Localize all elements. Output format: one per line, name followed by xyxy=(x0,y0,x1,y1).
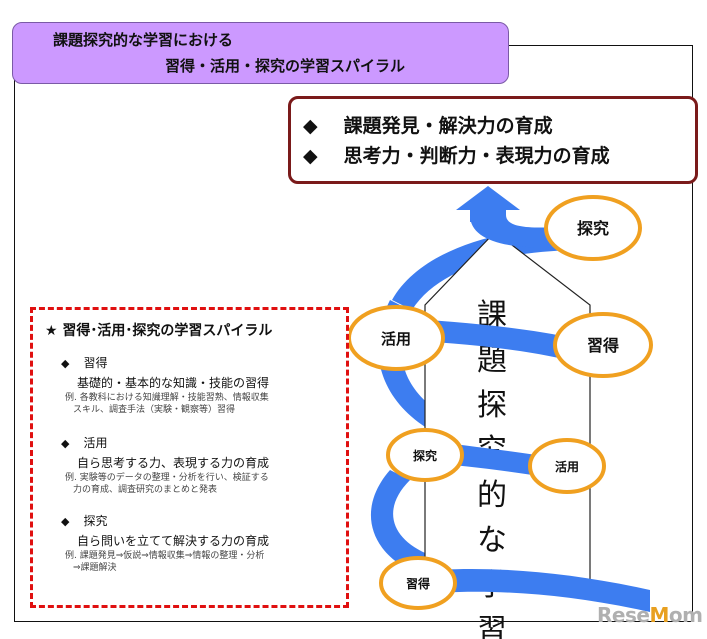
brand-text: om xyxy=(668,603,703,627)
legend-section-head: ◆ 活用 xyxy=(61,434,107,451)
building-shape xyxy=(424,231,591,590)
bubble-shutoku-upper xyxy=(553,312,653,378)
bubble-tankyu-mid xyxy=(386,428,464,482)
legend-section-head: ◆ 習得 xyxy=(61,354,107,371)
diamond-icon: ◆ xyxy=(61,515,70,528)
title-line-2: 習得・活用・探究の学習スパイラル xyxy=(165,57,406,75)
brand-text: Rese xyxy=(597,603,650,627)
legend-section-desc: 基礎的・基本的な知識・技能の習得 xyxy=(77,376,270,390)
bubble-label: 活用 xyxy=(555,459,579,474)
building-char: な xyxy=(477,523,507,558)
legend-section-example: 例. 課題発見⇒仮説⇒情報収集⇒情報の整理・分析 xyxy=(65,551,265,561)
building-char: 題 xyxy=(477,343,507,378)
legend-box: ★ 習得･活用･探究の学習スパイラル ◆習得 基礎的・基本的な知識・技能の習得 … xyxy=(30,307,349,608)
section-head-text: 活用 xyxy=(83,436,108,450)
bubble-tankyu-top xyxy=(544,195,642,261)
legend-section-head: ◆ 探究 xyxy=(61,512,107,529)
spiral-front xyxy=(395,186,650,612)
title-box: 課題探究的な学習における 習得・活用・探究の学習スパイラル xyxy=(12,22,509,84)
goals-box: ◆ 課題発見・解決力の育成 ◆ 思考力・判断力・表現力の育成 xyxy=(288,96,698,184)
brand-text: M xyxy=(649,603,669,627)
building-char: 習 xyxy=(477,613,507,639)
section-head-text: 習得 xyxy=(83,356,108,370)
legend-section-example: 例. 各教科における知識理解・技能習熟、情報収集 xyxy=(65,393,269,403)
bubble-label: 活用 xyxy=(381,330,411,348)
spiral-arrow-head xyxy=(456,186,520,222)
goal-text: 課題発見・解決力の育成 xyxy=(343,115,553,137)
bubble-labels: 探究 活用 習得 探究 活用 習得 xyxy=(381,219,619,591)
legend-section-desc: 自ら思考する力、表現する力の育成 xyxy=(77,456,270,470)
bubble-label: 習得 xyxy=(587,336,619,355)
building-char: 的 xyxy=(477,478,507,513)
goal-text: 思考力・判断力・表現力の育成 xyxy=(343,145,610,167)
legend-section-desc: 自ら問いを立てて解決する力の育成 xyxy=(77,534,270,548)
goal-item: ◆ 課題発見・解決力の育成 xyxy=(303,111,553,138)
diamond-icon: ◆ xyxy=(61,357,70,370)
title-line-1: 課題探究的な学習における xyxy=(53,31,234,49)
bubbles xyxy=(347,195,653,610)
legend-section-example: ⇒課題解決 xyxy=(73,563,117,573)
diamond-icon: ◆ xyxy=(303,115,318,137)
bubble-label: 探究 xyxy=(413,448,437,463)
section-head-text: 探究 xyxy=(83,514,108,528)
goal-item: ◆ 思考力・判断力・表現力の育成 xyxy=(303,141,610,168)
legend-section-example: スキル、調査手法（実験・観察等）習得 xyxy=(73,405,236,415)
bubble-katsuyo-upper xyxy=(347,305,445,371)
legend-section-example: 例. 実験等のデータの整理・分析を行い、検証する xyxy=(65,473,269,483)
diamond-icon: ◆ xyxy=(61,437,70,450)
legend-section-example: 力の育成、調査研究のまとめと発表 xyxy=(73,485,218,495)
diamond-icon: ◆ xyxy=(303,145,318,167)
bubble-shutoku-low xyxy=(379,556,457,610)
building-char: 探 xyxy=(477,388,507,423)
brand-logo: ReseMom xyxy=(597,603,703,627)
bubble-label: 習得 xyxy=(406,576,430,591)
legend-title: ★ 習得･活用･探究の学習スパイラル xyxy=(45,323,273,339)
bubble-label: 探究 xyxy=(577,219,609,238)
bubble-katsuyo-mid xyxy=(528,438,606,494)
